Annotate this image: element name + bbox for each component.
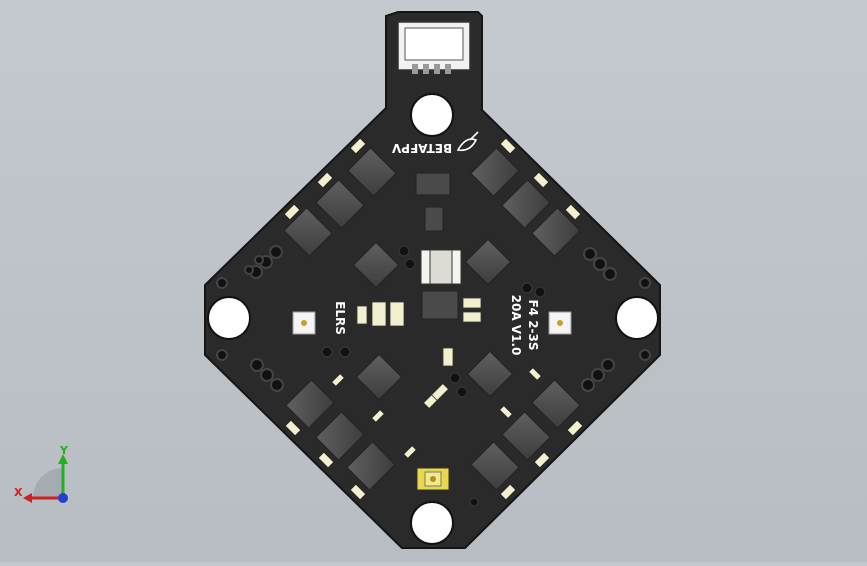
jst-connector xyxy=(397,21,471,74)
mount-hole-right xyxy=(615,296,659,340)
x-axis-arrow-icon xyxy=(23,493,32,503)
mount-hole-top xyxy=(410,93,454,137)
small-chip xyxy=(424,206,444,232)
vias xyxy=(321,245,546,507)
mosfet-group-bottom-right xyxy=(470,379,581,491)
mount-hole-left xyxy=(207,296,251,340)
mosfet-group-bottom-left xyxy=(285,379,396,491)
center-ics xyxy=(352,238,514,401)
mcu-chip xyxy=(421,290,459,320)
test-pad-right xyxy=(548,311,572,335)
test-pad-left xyxy=(292,311,316,335)
triad-quarter-disc xyxy=(33,468,63,498)
y-axis-arrow-icon xyxy=(58,454,68,464)
capacitor-body xyxy=(429,249,453,285)
brand-logo-icon xyxy=(456,131,479,152)
model-line1: F4 2-3S xyxy=(526,299,540,350)
mosfet-group-top-left xyxy=(283,147,397,257)
rx-label: ELRS xyxy=(333,301,347,335)
brand-label: BETAFPV xyxy=(391,141,452,155)
triad-x-label: X xyxy=(14,486,23,499)
triad-y-label: Y xyxy=(59,444,69,457)
motor-pads xyxy=(216,245,651,392)
z-axis-dot xyxy=(58,493,68,503)
boot-button xyxy=(416,467,450,491)
edge-leds xyxy=(283,137,584,501)
model-line2: 20A V1.0 xyxy=(509,295,523,356)
mount-hole-bottom xyxy=(410,501,454,545)
axis-triad: Y X xyxy=(14,444,69,503)
passive-components xyxy=(356,297,482,410)
mosfet-group-top-right xyxy=(470,147,581,257)
regulator-chip xyxy=(415,172,451,196)
